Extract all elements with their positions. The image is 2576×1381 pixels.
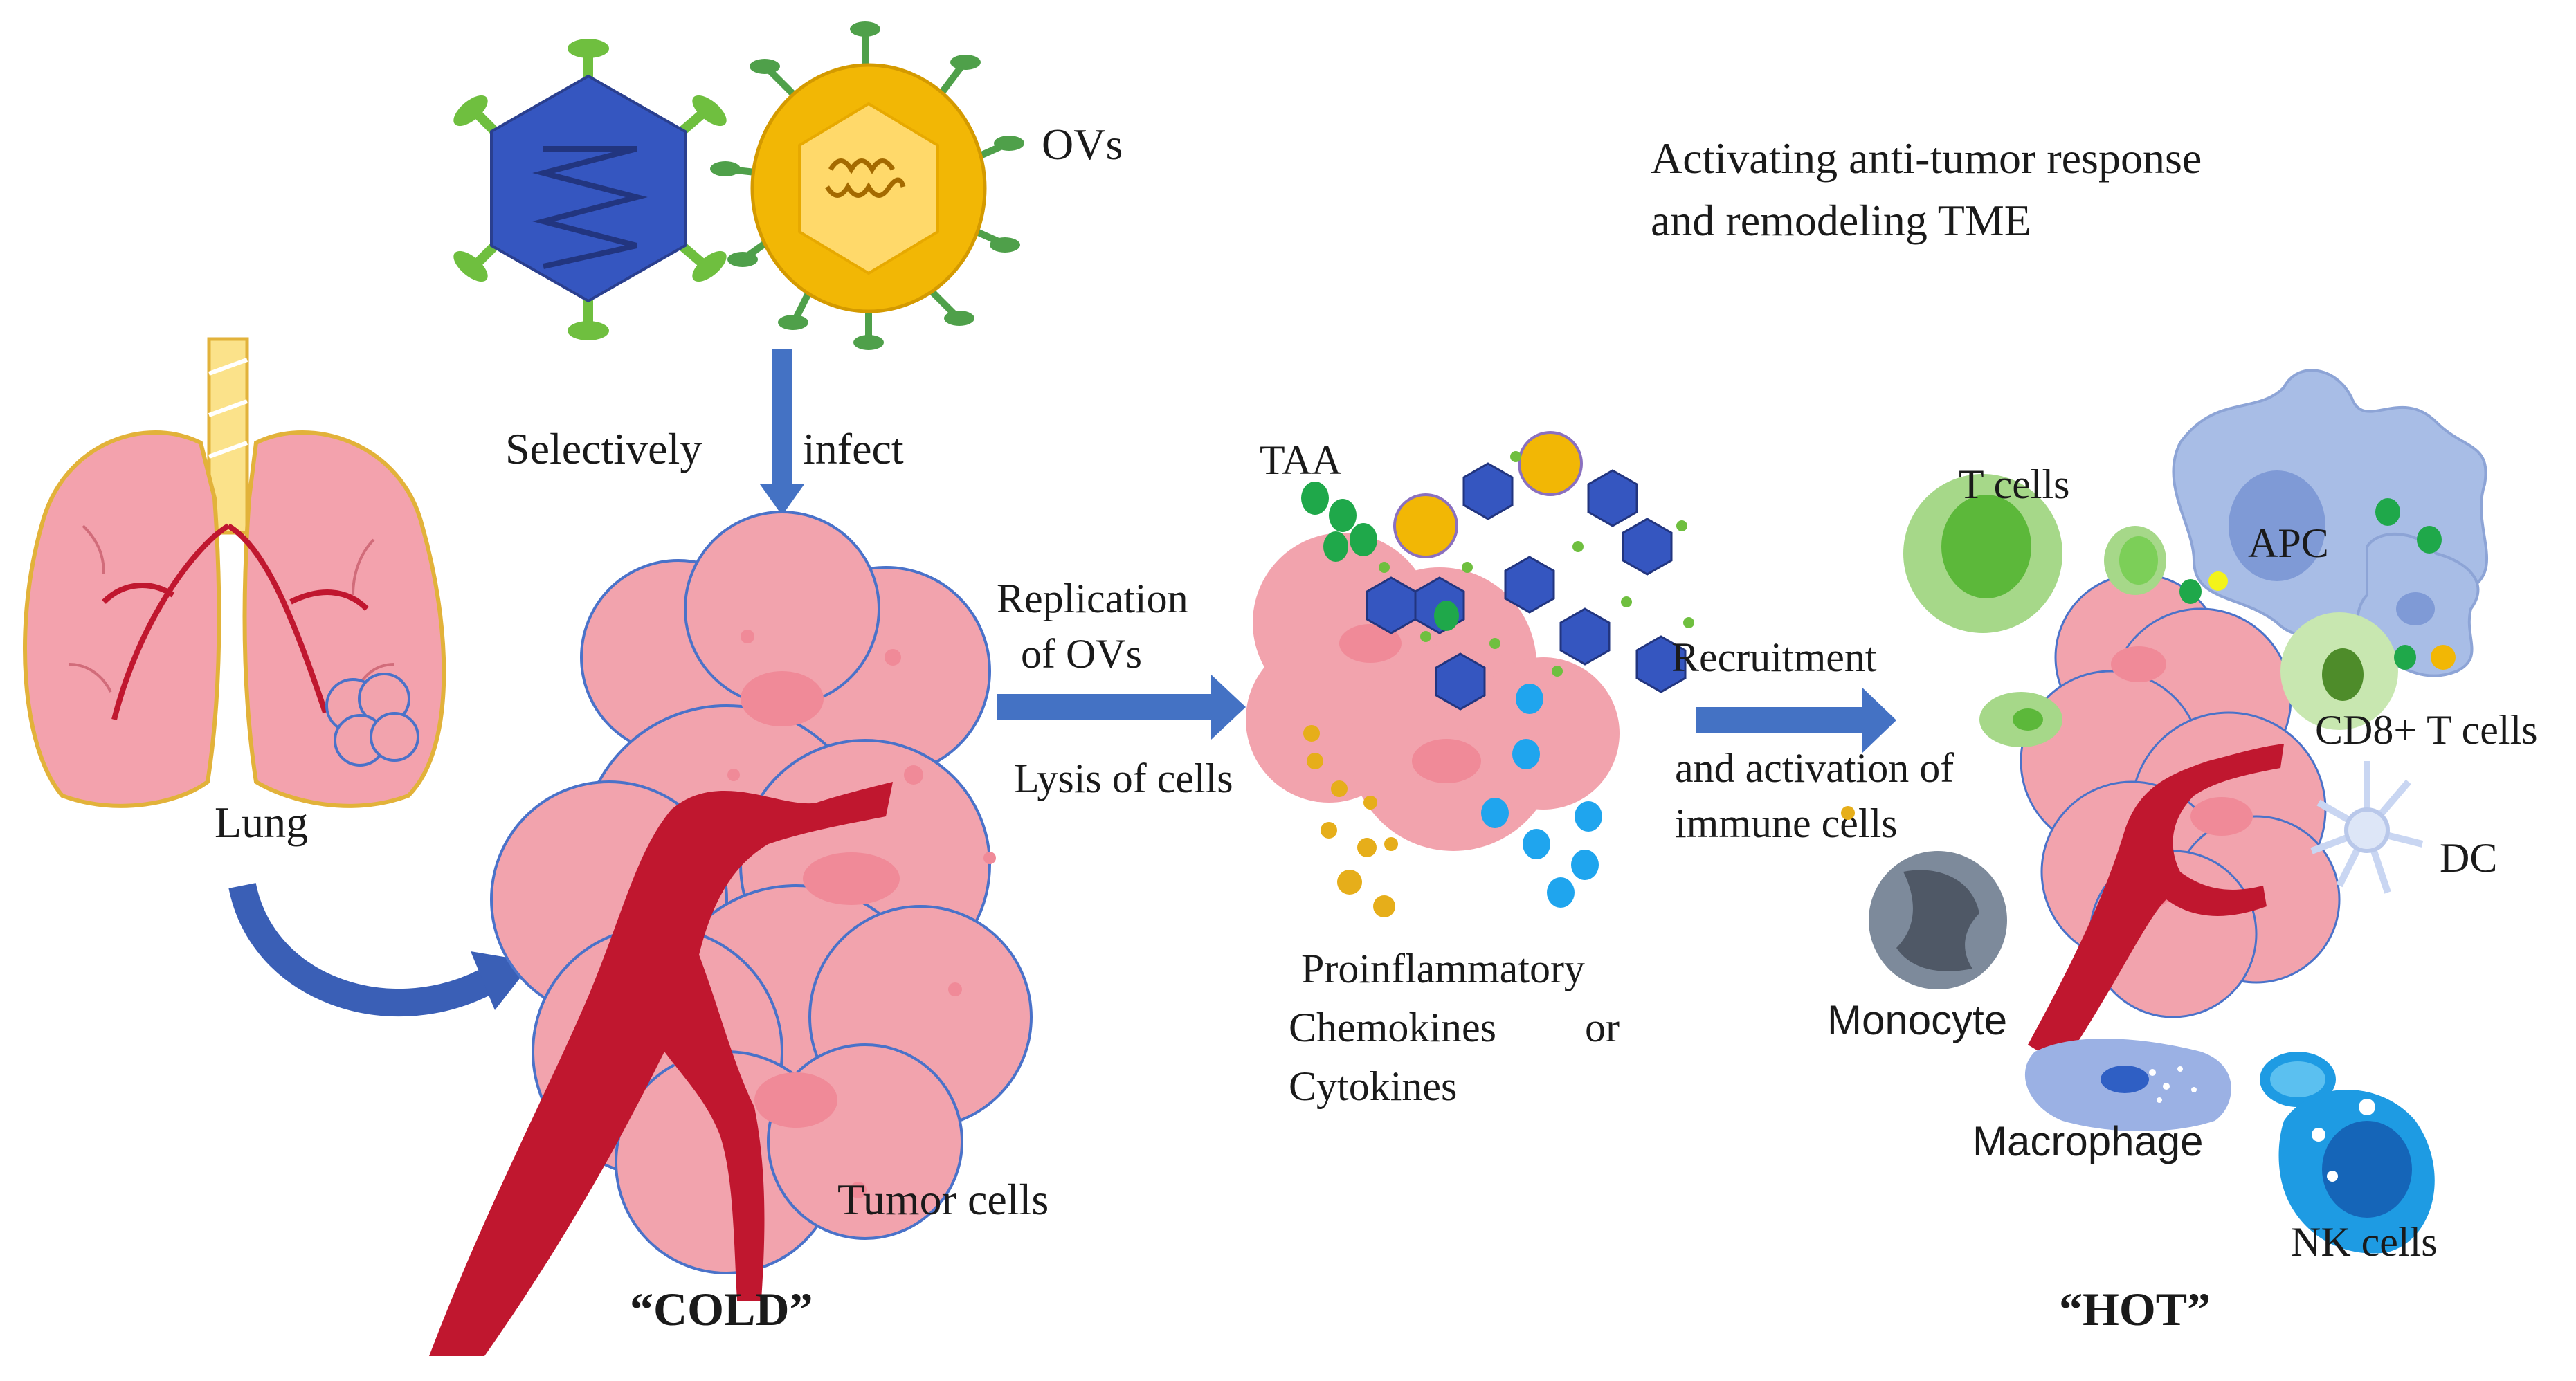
cold-tumor bbox=[429, 511, 1033, 1356]
cytokine-particles-yellow bbox=[1303, 725, 1398, 917]
oncolytic-viruses: OVs bbox=[453, 21, 1123, 350]
hot-label: “HOT” bbox=[2059, 1283, 2211, 1335]
recruitment-arrow bbox=[1696, 687, 1896, 753]
activation-label-1: and activation of bbox=[1675, 745, 1954, 791]
ovs-label: OVs bbox=[1042, 120, 1123, 169]
proinflammatory-label: Proinflammatory bbox=[1301, 946, 1585, 991]
replicated-viruses bbox=[1366, 431, 1694, 711]
lung-to-tumor-arrow bbox=[228, 882, 491, 1016]
chemokines-label: Chemokines bbox=[1289, 1005, 1496, 1050]
cytokine-particles-blue bbox=[1481, 684, 1602, 908]
recruitment-label: Recruitment bbox=[1671, 634, 1877, 680]
replication-label-1: Replication bbox=[997, 576, 1188, 621]
replication-arrow bbox=[997, 675, 1246, 740]
replication-label-2: of OVs bbox=[1021, 631, 1142, 677]
yellow-virus-icon bbox=[710, 21, 1024, 350]
monocyte-label: Monocyte bbox=[1827, 997, 2007, 1043]
lung-label: Lung bbox=[215, 798, 308, 847]
dc-cell-icon bbox=[2310, 761, 2424, 894]
cytokine-dot bbox=[1841, 806, 1855, 820]
or-label: or bbox=[1585, 1005, 1620, 1050]
macrophage-icon bbox=[2024, 1039, 2231, 1131]
hot-tumor bbox=[1869, 369, 2488, 1254]
taa-label: TAA bbox=[1260, 437, 1342, 483]
blue-virus-icon bbox=[453, 39, 727, 340]
cold-label: “COLD” bbox=[630, 1283, 813, 1335]
lysis-label: Lysis of cells bbox=[1014, 756, 1233, 801]
cytokines-label: Cytokines bbox=[1289, 1063, 1457, 1109]
dc-label: DC bbox=[2440, 835, 2497, 881]
cd8-label: CD8+ T cells bbox=[2315, 707, 2538, 753]
t-cells-label: T cells bbox=[1959, 461, 2070, 507]
activating-label-2: and remodeling TME bbox=[1651, 196, 2031, 245]
nk-cells-label: NK cells bbox=[2291, 1219, 2438, 1265]
taa-particles bbox=[1301, 482, 1459, 631]
selectively-label: Selectively bbox=[505, 424, 702, 473]
apc-label: APC bbox=[2248, 520, 2329, 566]
activating-label-1: Activating anti-tumor response bbox=[1651, 134, 2202, 183]
activation-label-2: immune cells bbox=[1675, 801, 1898, 846]
monocyte-icon bbox=[1869, 851, 2007, 989]
apc-cell-icon bbox=[2172, 369, 2488, 677]
infect-arrow bbox=[760, 349, 804, 515]
blood-vessel bbox=[429, 782, 893, 1356]
lysed-tumor-cluster bbox=[1246, 431, 1694, 917]
tumor-cells-label: Tumor cells bbox=[837, 1175, 1049, 1224]
infect-label: infect bbox=[803, 424, 904, 473]
macrophage-label: Macrophage bbox=[1972, 1118, 2204, 1164]
nk-cell-icon bbox=[2260, 1052, 2435, 1254]
t-cell-icon bbox=[1903, 474, 2166, 747]
cd8-t-cell-icon bbox=[2280, 612, 2398, 730]
lung-illustration bbox=[23, 337, 446, 808]
